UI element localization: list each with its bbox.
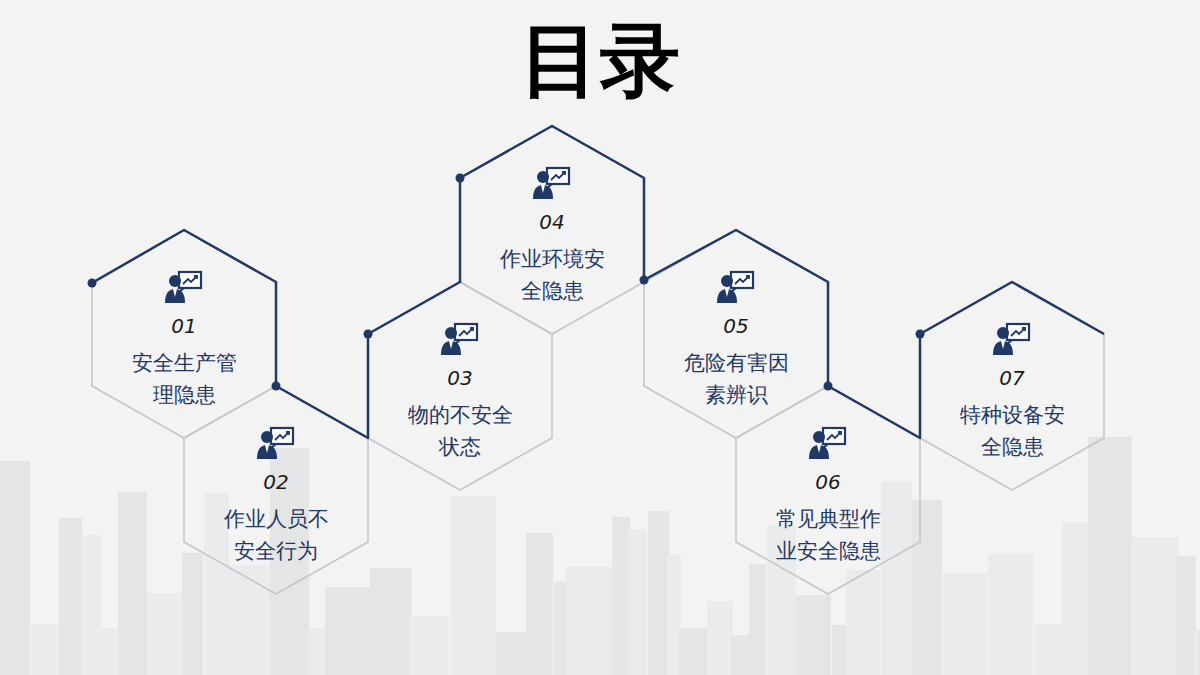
building [308,628,325,675]
building [1088,437,1132,675]
hexagon-item: 01 安全生产管理隐患 [92,230,276,438]
presenter-icon [164,270,204,304]
item-label: 特种设备安全隐患 [953,399,1071,463]
hexagon-item: 04 作业环境安全隐患 [460,126,644,334]
building [450,496,496,675]
building [832,625,848,675]
building [796,595,831,675]
item-label: 作业环境安全隐患 [493,243,611,307]
building [881,482,912,675]
item-number: 01 [92,313,276,339]
building [1176,556,1196,675]
building [707,601,733,675]
building [628,529,647,675]
building [118,492,147,675]
building [912,500,942,675]
building [227,565,271,675]
hexagon-item: 03 物的不安全状态 [368,282,552,490]
building [943,573,987,675]
building [1062,523,1089,675]
building [1197,630,1200,675]
hexagon-path [736,386,920,594]
item-label: 作业人员不安全行为 [217,503,335,567]
item-number: 06 [736,469,920,495]
building [410,616,449,675]
building [0,461,30,675]
item-number: 02 [184,469,368,495]
hexagon-path [92,230,276,438]
presenter-icon [532,166,572,200]
building [182,553,203,675]
item-label: 危险有害因素辨识 [677,347,795,411]
building [731,635,750,675]
hexagon-path [460,126,644,334]
presenter-icon [716,270,756,304]
item-label: 安全生产管理隐患 [125,347,243,411]
building [1034,624,1062,675]
hexagon-path [644,230,828,438]
hexagon-item: 06 常见典型作业安全隐患 [736,386,920,594]
hexagon-path [184,386,368,594]
zigzag-path [92,126,1104,438]
hexagon-path [368,282,552,490]
building [526,533,553,675]
building [147,593,183,675]
building [988,554,1033,675]
building [667,555,681,675]
item-label: 物的不安全状态 [401,399,519,463]
slide-title: 目录 [0,6,1200,116]
building [554,582,568,675]
hexagon-item: 05 危险有害因素辨识 [644,230,828,438]
building [325,587,371,675]
presenter-icon [440,322,480,356]
item-number: 03 [368,365,552,391]
building [612,517,630,675]
building [101,628,120,675]
presenter-icon [992,322,1032,356]
building [496,632,528,675]
presenter-icon [808,426,848,460]
building [1131,537,1178,675]
building [648,511,669,675]
building [29,624,60,675]
item-number: 07 [920,365,1104,391]
item-label: 常见典型作业安全隐患 [769,503,887,567]
building [679,628,709,675]
building [370,568,412,675]
presenter-icon [256,426,296,460]
building [846,570,880,675]
item-number: 05 [644,313,828,339]
hexagon-item: 07 特种设备安全隐患 [920,282,1104,490]
building [59,518,82,675]
hexagon-path [920,282,1104,490]
item-number: 04 [460,209,644,235]
building [566,567,613,675]
building [81,535,102,675]
building [749,564,766,675]
hexagon-item: 02 作业人员不安全行为 [184,386,368,594]
